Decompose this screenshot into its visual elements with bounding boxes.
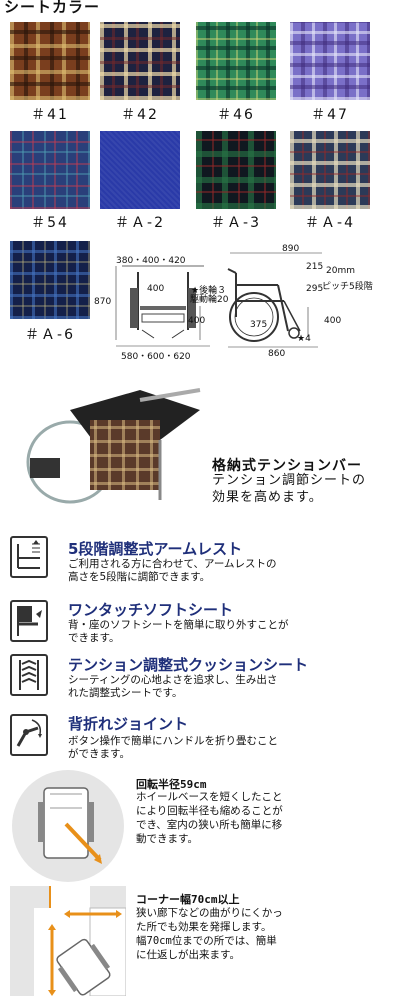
swatch-label: ＃Ａ-4 <box>305 215 355 231</box>
dim-side-20mm: 20mm <box>326 266 355 276</box>
dim-side-star4: ★4 <box>297 334 311 344</box>
feature-title: 5段階調整式アームレスト <box>68 540 243 558</box>
wheel-note-1: ★後輪３ <box>191 286 227 296</box>
turning-line: でき、室内の狭い所も簡単に移 <box>136 819 283 831</box>
dim-front-bottom: 580・600・620 <box>121 352 191 362</box>
turning-line: 動できます。 <box>136 833 198 845</box>
dim-side-bottom: 860 <box>268 349 286 359</box>
feature-line: 背・座のソフトシートを簡単に取り外すことが <box>68 619 289 631</box>
swatch-42[interactable] <box>100 22 180 100</box>
swatch-label: ＃Ａ-2 <box>115 215 165 231</box>
swatch-54[interactable] <box>10 131 90 209</box>
feature-title: ワンタッチソフトシート <box>68 601 234 619</box>
wheel-note-2: 駆動輪20 <box>190 295 229 305</box>
corner-line: た所でも効果を発揮します。 <box>136 921 272 933</box>
feature-line: ボタン操作で簡単にハンドルを折り畳むこと <box>68 735 278 747</box>
wheelchair-photo <box>10 370 210 510</box>
dim-front-leg: 400 <box>188 316 206 326</box>
side-view-diagram <box>227 252 322 348</box>
folding-joint-icon <box>10 714 48 756</box>
front-view-diagram <box>115 265 210 347</box>
turning-line: ホイールベースを短くしたこと <box>136 791 283 803</box>
dim-front-height: 870 <box>94 297 112 307</box>
feature-line: ができます。 <box>68 748 130 760</box>
corner-line: 狭い廊下などの曲がりにくかっ <box>136 907 283 919</box>
feature-line: れた調整式シートです。 <box>68 687 183 699</box>
tension-line-1: テンション調節シートの <box>212 473 367 488</box>
swatch-a6[interactable] <box>10 241 90 319</box>
dim-front-seat: 400 <box>147 284 165 294</box>
feature-title: テンション調整式クッションシート <box>68 656 309 674</box>
swatch-a2[interactable] <box>100 131 180 209</box>
feature-line: ご利用される方に合わせて、アームレストの <box>68 558 277 570</box>
swatch-46[interactable] <box>196 22 276 100</box>
corner-title: コーナー幅70cm以上 <box>136 893 240 906</box>
swatch-label: ＃Ａ-6 <box>25 327 75 343</box>
feature-title: 背折れジョイント <box>68 715 189 733</box>
swatch-41[interactable] <box>10 22 90 100</box>
turning-radius-illustration <box>10 768 126 884</box>
tension-line-2: 効果を高めます。 <box>212 490 323 505</box>
turning-title: 回転半径59cm <box>136 778 207 791</box>
feature-line: 高さを5段階に調節できます。 <box>68 571 211 583</box>
dim-side-215: 215 <box>306 262 324 272</box>
dim-side-pitch: ピッチ5段階 <box>322 282 373 292</box>
cushion-seat-icon <box>10 654 48 696</box>
swatch-label: ＃46 <box>217 107 255 123</box>
swatch-label: ＃42 <box>121 107 159 123</box>
dim-side-400: 400 <box>324 316 342 326</box>
corner-line: に仕返しが出来ます。 <box>136 949 240 961</box>
swatch-label: ＃Ａ-3 <box>211 215 261 231</box>
dim-side-top: 890 <box>282 244 300 254</box>
turning-line: により回転半径も縮めることが <box>136 805 283 817</box>
corner-width-illustration <box>10 886 127 997</box>
swatch-label: ＃47 <box>311 107 349 123</box>
corner-line: 幅70cm位までの所では、簡単 <box>136 935 277 947</box>
swatch-label: ＃54 <box>31 215 69 231</box>
soft-seat-icon <box>10 600 48 642</box>
tension-title: 格納式テンションバー <box>212 458 362 474</box>
feature-line: シーティングの心地よさを追求し、生み出さ <box>68 674 278 686</box>
dim-side-wheel: 375 <box>250 320 268 330</box>
feature-line: できます。 <box>68 632 120 644</box>
dim-front-top: 380・400・420 <box>116 256 186 266</box>
swatch-label: ＃41 <box>31 107 69 123</box>
swatch-47[interactable] <box>290 22 370 100</box>
swatch-a4[interactable] <box>290 131 370 209</box>
armrest-icon <box>10 536 48 578</box>
dim-side-295: 295 <box>306 284 324 294</box>
section-title: シートカラー <box>4 0 101 16</box>
swatch-a3[interactable] <box>196 131 276 209</box>
